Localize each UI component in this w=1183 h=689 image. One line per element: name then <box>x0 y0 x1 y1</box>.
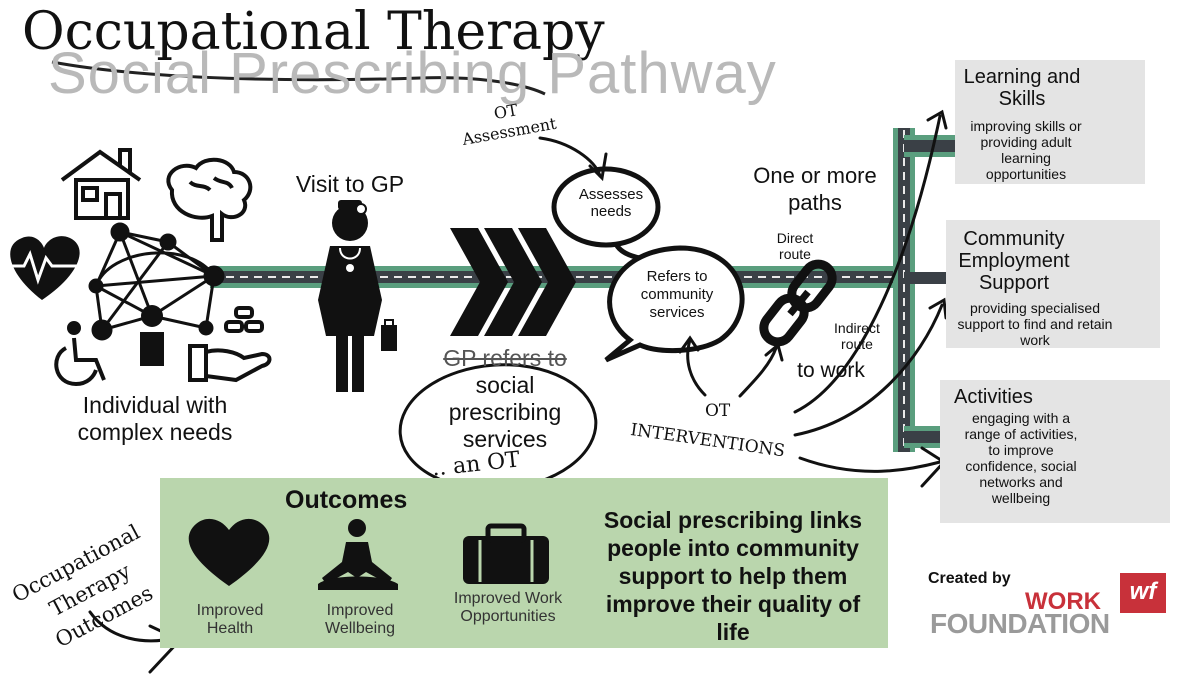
activities-title: Activities <box>954 386 1033 408</box>
wheelchair-icon <box>54 321 106 387</box>
learning-skills-title: Learning and Skills <box>963 66 1081 110</box>
outcomes-message: Social prescribing links people into com… <box>603 507 863 645</box>
improved-health-label: Improved Health <box>196 602 264 637</box>
learning-skills-description: improving skills or providing adult lear… <box>970 118 1082 182</box>
chevron-arrows-icon <box>450 228 576 336</box>
heart-pulse-icon <box>10 236 80 300</box>
gp-refers-struck-text: GP refers to <box>443 345 567 371</box>
network-icon <box>88 222 225 341</box>
strike-through-scribble <box>51 60 546 96</box>
chain-icon <box>759 259 837 347</box>
person-icon <box>140 305 164 366</box>
activities-box: Activities engaging with a range of acti… <box>940 380 1170 523</box>
speech-bubbles <box>551 166 745 363</box>
paths-heading: One or more paths <box>753 163 877 215</box>
community-employment-description: providing specialised support to find an… <box>957 300 1113 348</box>
created-by-label: Created by <box>928 570 1011 587</box>
learning-skills-box: Learning and Skills improving skills or … <box>955 60 1145 184</box>
struck-original-title: Social Prescribing Pathway <box>48 41 777 106</box>
assess-bubble-shape <box>551 166 661 248</box>
page-title: Occupational Therapy <box>22 2 605 62</box>
ot-interventions-line-1: OT <box>705 401 731 421</box>
individual-label: Individual with complex needs <box>77 392 233 445</box>
refers-bubble-shape <box>604 245 745 363</box>
gp-refers-rest-text: social prescribing services <box>448 372 562 452</box>
brand-foundation-text: FOUNDATION <box>930 608 1110 639</box>
indirect-route-label: Indirect route <box>834 320 880 352</box>
gp-visit-label: Visit to GP <box>295 171 405 197</box>
activities-description: engaging with a range of activities, to … <box>964 410 1078 506</box>
assesses-needs-text: Assesses needs <box>578 186 644 220</box>
improved-work-label: Improved Work Opportunities <box>453 590 563 625</box>
helping-hand-icon <box>188 306 272 383</box>
brain-icon <box>166 157 253 242</box>
gp-refers-label: GP refers to social prescribing services <box>410 345 600 453</box>
to-work-label: to work <box>797 359 865 382</box>
community-employment-title: Community Employment Support <box>958 228 1070 294</box>
refers-community-text: Refers to community services <box>640 268 714 321</box>
direct-route-label: Direct route <box>776 230 814 262</box>
improved-wellbeing-label: Improved Wellbeing <box>325 602 395 637</box>
outcomes-title: Outcomes <box>285 486 408 514</box>
community-employment-box: Community Employment Support providing s… <box>946 220 1160 348</box>
work-foundation-logo: wf <box>1120 573 1166 613</box>
brand-work-text: WORK <box>1025 588 1101 615</box>
doctor-icon <box>318 200 397 392</box>
house-icon <box>60 148 142 220</box>
